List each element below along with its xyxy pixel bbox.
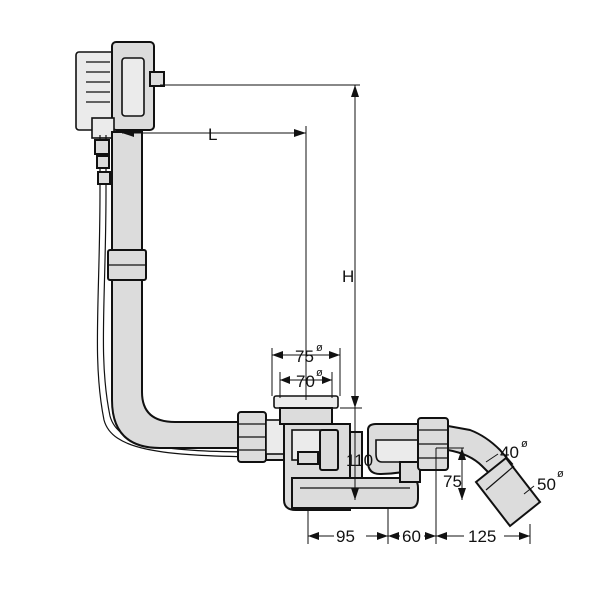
dim-label-L: L: [208, 125, 217, 144]
dim-label-70: 70: [296, 372, 315, 391]
dim-diameter-50: ø: [557, 468, 564, 480]
dimension-70-diameter: [279, 372, 333, 398]
label-bg-60: [400, 526, 424, 546]
dimension-H: [160, 84, 362, 409]
outlet: [417, 417, 542, 528]
overflow-pipe: [107, 131, 246, 449]
dimension-L: [122, 126, 307, 400]
leader-40: [485, 453, 499, 463]
label-bg-95: [334, 526, 366, 546]
dim-label-75: 75: [295, 347, 314, 366]
dim-label-50: 50: [537, 475, 556, 494]
dim-label-H: H: [342, 267, 354, 286]
overflow-head: [75, 41, 165, 139]
dim-label-60: 60: [402, 527, 421, 546]
dim-diameter-40: ø: [521, 438, 528, 450]
dim-label-125: 125: [468, 527, 496, 546]
dim-label-40: 40: [500, 443, 519, 462]
dim-label-95: 95: [336, 527, 355, 546]
trap: [291, 423, 421, 509]
label-bg-125: [464, 526, 504, 546]
waste-body: [273, 395, 351, 511]
overflow-union-nut: [237, 411, 287, 463]
dim-diameter-70: ø: [316, 367, 323, 379]
leader-50: [523, 485, 535, 495]
dimension-110: [351, 408, 359, 500]
dim-diameter-75: ø: [316, 342, 323, 354]
dim-label-110: 110: [346, 451, 373, 470]
dimension-75-vertical: [435, 447, 466, 528]
dimension-75-diameter: [271, 348, 341, 396]
dim-label-75-vertical: 75: [443, 472, 462, 491]
